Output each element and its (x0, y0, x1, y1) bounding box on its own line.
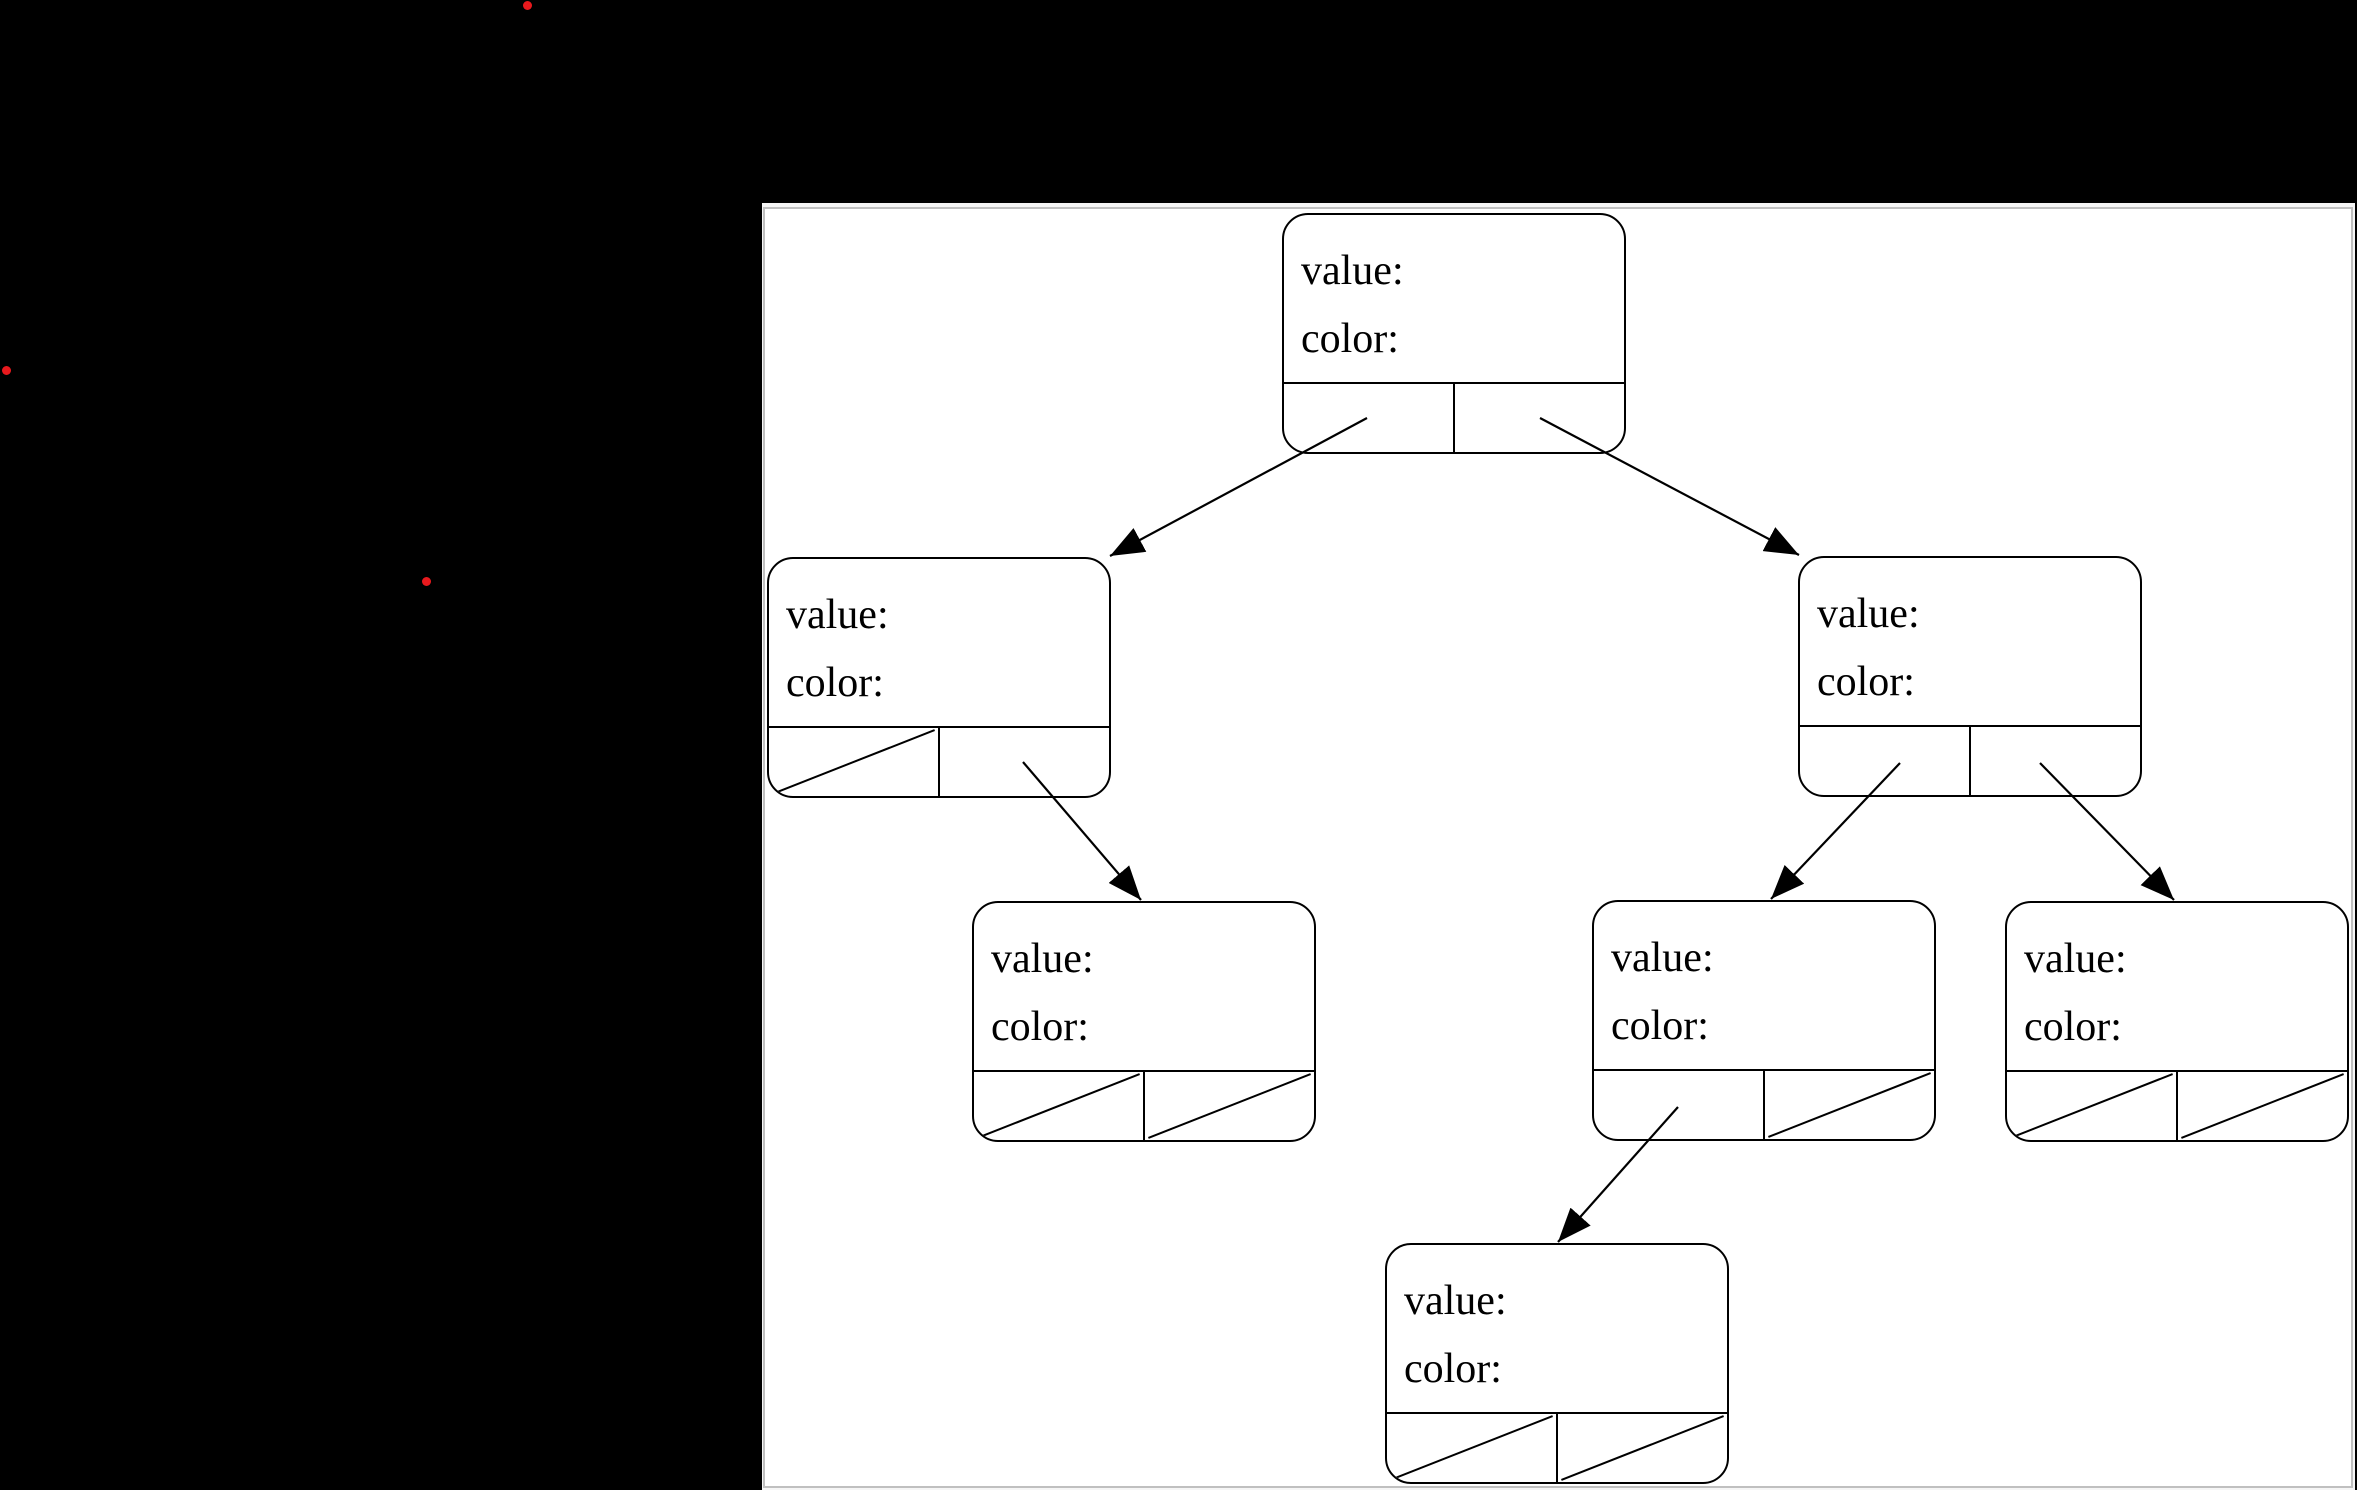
node-pointer-cells (1800, 725, 2140, 795)
node-color-label: color: (2024, 1004, 2122, 1050)
right-pointer-cell (1556, 1414, 1727, 1482)
red-dot-marker (522, 0, 532, 10)
node-pointer-cells (974, 1070, 1314, 1140)
node-color-label: color: (1817, 659, 1915, 705)
right-pointer-cell (1143, 1072, 1314, 1140)
node-color-label: color: (1611, 1003, 1709, 1049)
left-pointer-cell (1387, 1414, 1556, 1482)
node-value-label: value: (2024, 936, 2127, 982)
left-pointer-cell (974, 1072, 1143, 1140)
tree-node-right-left-left: value: color: (1385, 1243, 1729, 1484)
node-field-labels: value: color: (1284, 215, 1624, 382)
right-pointer-cell (1453, 384, 1624, 452)
right-pointer-cell (1763, 1071, 1934, 1139)
node-value-label: value: (1301, 248, 1404, 294)
node-value-label: value: (1404, 1278, 1507, 1324)
left-pointer-cell (769, 728, 938, 796)
left-pointer-cell (1594, 1071, 1763, 1139)
node-color-label: color: (991, 1004, 1089, 1050)
null-pointer-slash (977, 1073, 1140, 1139)
node-value-label: value: (1611, 935, 1714, 981)
tree-node-left-right: value: color: (972, 901, 1316, 1142)
left-pointer-cell (2007, 1072, 2176, 1140)
null-pointer-slash (1390, 1415, 1553, 1481)
tree-node-right: value: color: (1798, 556, 2142, 797)
tree-node-right-right: value: color: (2005, 901, 2349, 1142)
null-pointer-slash (2181, 1073, 2344, 1139)
tree-node-right-left: value: color: (1592, 900, 1936, 1141)
document-page: value:color:value:color:value:color:valu… (763, 207, 2353, 1488)
null-pointer-slash (1561, 1415, 1724, 1481)
right-pointer-cell (938, 728, 1109, 796)
tree-node-root: value: color: (1282, 213, 1626, 454)
left-pointer-cell (1284, 384, 1453, 452)
null-pointer-slash (1148, 1073, 1311, 1139)
node-field-labels: value: color: (2007, 903, 2347, 1070)
node-field-labels: value: color: (974, 903, 1314, 1070)
node-field-labels: value: color: (769, 559, 1109, 726)
node-pointer-cells (1284, 382, 1624, 452)
node-pointer-cells (1387, 1412, 1727, 1482)
red-dot-marker (421, 576, 431, 586)
tree-node-left: value: color: (767, 557, 1111, 798)
node-pointer-cells (1594, 1069, 1934, 1139)
node-color-label: color: (1301, 316, 1399, 362)
node-value-label: value: (1817, 591, 1920, 637)
document-window: value:color:value:color:value:color:valu… (762, 203, 2355, 1490)
left-pointer-cell (1800, 727, 1969, 795)
right-pointer-cell (2176, 1072, 2347, 1140)
null-pointer-slash (1768, 1072, 1931, 1138)
node-color-label: color: (1404, 1346, 1502, 1392)
node-pointer-cells (769, 726, 1109, 796)
right-pointer-cell (1969, 727, 2140, 795)
node-value-label: value: (786, 592, 889, 638)
red-dot-marker (1, 365, 11, 375)
node-pointer-cells (2007, 1070, 2347, 1140)
node-field-labels: value: color: (1594, 902, 1934, 1069)
null-pointer-slash (2010, 1073, 2173, 1139)
null-pointer-slash (772, 729, 935, 795)
tree-diagram: value:color:value:color:value:color:valu… (765, 209, 2351, 1486)
node-field-labels: value: color: (1800, 558, 2140, 725)
node-field-labels: value: color: (1387, 1245, 1727, 1412)
node-color-label: color: (786, 660, 884, 706)
node-value-label: value: (991, 936, 1094, 982)
